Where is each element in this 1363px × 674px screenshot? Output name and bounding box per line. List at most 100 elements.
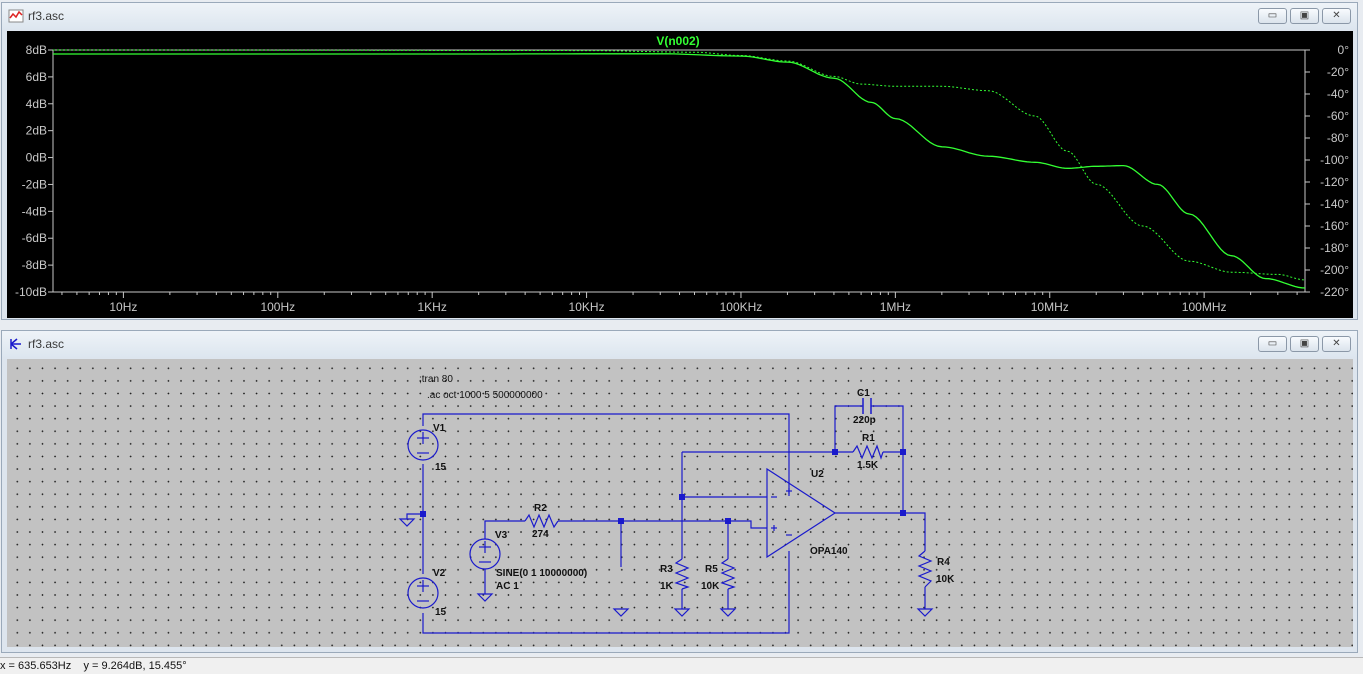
label-v3-value: SINE(0 1 10000000) xyxy=(496,568,587,579)
resistor-r2[interactable] xyxy=(524,513,559,529)
schematic[interactable]: ;tran 80 .ac oct 1000 5 500000000 V1 15 … xyxy=(7,359,1353,647)
y-left-tick-label: -10dB xyxy=(15,285,47,299)
y-right-tick-label: -20° xyxy=(1327,65,1349,79)
label-v2-name: V2 xyxy=(433,568,446,579)
phase-trace[interactable] xyxy=(53,49,1306,281)
wire-top-rail[interactable] xyxy=(422,413,790,496)
junction xyxy=(900,449,906,455)
junction xyxy=(900,510,906,516)
close-button[interactable]: ✕ xyxy=(1322,8,1351,24)
wire-c1-left[interactable] xyxy=(834,405,863,452)
magnitude-trace[interactable] xyxy=(53,53,1306,289)
label-r1-name: R1 xyxy=(862,433,875,444)
x-tick-label: 1MHz xyxy=(880,300,911,314)
wire-gnd-mid[interactable] xyxy=(406,513,423,519)
y-right-tick-label: -60° xyxy=(1327,109,1349,123)
bode-plot[interactable]: V(n002) 10Hz 100Hz 1KHz 10KHz 100KHz 1MHz 10MH… xyxy=(7,31,1353,318)
ground-icon xyxy=(916,608,934,617)
wire-c1-right[interactable] xyxy=(871,405,904,452)
y-right-tick-label: -200° xyxy=(1320,263,1349,277)
label-u2-value: OPA140 xyxy=(810,546,848,557)
schematic-icon xyxy=(10,338,21,350)
y-left-tick-label: -6dB xyxy=(22,231,47,245)
maximize-button[interactable]: ▣ xyxy=(1290,336,1319,352)
x-tick-label: 10Hz xyxy=(109,300,137,314)
y-right-tick-label: 0° xyxy=(1338,43,1350,57)
wire-v3-top[interactable] xyxy=(484,520,525,539)
junction xyxy=(679,494,685,500)
schematic-canvas[interactable]: ;tran 80 .ac oct 1000 5 500000000 V1 15 … xyxy=(7,359,1353,647)
plot-window: rf3.asc ▭ ▣ ✕ V(n002) 10Hz 100Hz 1KHz 10KHz… xyxy=(1,2,1358,320)
x-tick-label: 1KHz xyxy=(418,300,447,314)
capacitor-c1[interactable] xyxy=(862,398,872,414)
label-r5-name: R5 xyxy=(705,564,718,575)
y-right-tick-label: -140° xyxy=(1320,197,1349,211)
resistor-r3[interactable] xyxy=(674,558,690,590)
label-r3-name: R3 xyxy=(660,564,673,575)
x-tick-label: 100Hz xyxy=(260,300,295,314)
schematic-window-titlebar[interactable]: rf3.asc ▭ ▣ ✕ xyxy=(2,331,1357,357)
cursor-readout: x = 635.653Hz y = 9.264dB, 15.455° xyxy=(0,660,187,672)
label-r1-value: 1.5K xyxy=(857,460,879,471)
y-left-tick-label: 2dB xyxy=(26,124,47,138)
resistor-r4[interactable] xyxy=(917,550,933,588)
resistor-r5[interactable] xyxy=(720,558,736,590)
y-right-tick-label: -120° xyxy=(1320,175,1349,189)
label-r2-name: R2 xyxy=(534,503,547,514)
label-r5-value: 10K xyxy=(701,581,720,592)
label-r4-value: 10K xyxy=(936,574,955,585)
y-left-tick-label: -8dB xyxy=(22,258,47,272)
y-left-tick-label: 4dB xyxy=(26,97,47,111)
opamp-u2[interactable] xyxy=(766,467,837,559)
label-v1-value: 15 xyxy=(435,462,447,473)
voltage-source-v2[interactable] xyxy=(407,577,439,609)
ground-icon xyxy=(719,608,737,617)
y-left-tick-label: -4dB xyxy=(22,204,47,218)
close-icon: ✕ xyxy=(1332,338,1341,349)
maximize-icon: ▣ xyxy=(1299,338,1310,349)
maximize-icon: ▣ xyxy=(1299,10,1310,21)
x-tick-label: 100KHz xyxy=(720,300,763,314)
label-v1-name: V1 xyxy=(433,423,446,434)
directive-tran[interactable]: ;tran 80 xyxy=(419,374,453,385)
x-tick-label: 10MHz xyxy=(1031,300,1069,314)
minimize-button[interactable]: ▭ xyxy=(1258,8,1287,24)
plot-window-title: rf3.asc xyxy=(28,9,65,23)
wire-plus-in[interactable] xyxy=(728,520,767,529)
y-right-tick-label: -180° xyxy=(1320,241,1349,255)
minimize-icon: ▭ xyxy=(1267,338,1278,349)
ground-icon xyxy=(476,593,494,602)
junction xyxy=(618,518,624,524)
minimize-button[interactable]: ▭ xyxy=(1258,336,1287,352)
y-right-tick-label: -160° xyxy=(1320,219,1349,233)
close-icon: ✕ xyxy=(1332,10,1341,21)
minimize-icon: ▭ xyxy=(1267,10,1278,21)
y-left-tick-label: 0dB xyxy=(26,151,47,165)
y-left-tick-label: -2dB xyxy=(22,177,47,191)
status-bar: x = 635.653Hz y = 9.264dB, 15.455° xyxy=(0,657,1363,674)
plot-window-titlebar[interactable]: rf3.asc ▭ ▣ ✕ xyxy=(2,3,1357,29)
label-v2-value: 15 xyxy=(435,607,447,618)
label-r3-value: 1K xyxy=(660,581,674,592)
junction xyxy=(420,511,426,517)
directive-ac[interactable]: .ac oct 1000 5 500000000 xyxy=(427,390,543,401)
label-r2-value: 274 xyxy=(532,529,549,540)
junction xyxy=(725,518,731,524)
wire-bottom-rail[interactable] xyxy=(422,551,790,634)
voltage-source-v3[interactable] xyxy=(469,538,501,570)
close-button[interactable]: ✕ xyxy=(1322,336,1351,352)
x-tick-label: 10KHz xyxy=(569,300,605,314)
label-r4-name: R4 xyxy=(937,557,950,568)
y-right-tick-label: -80° xyxy=(1327,131,1349,145)
schematic-window: rf3.asc ▭ ▣ ✕ xyxy=(1,330,1358,653)
label-v3-ac: AC 1 xyxy=(496,581,519,592)
maximize-button[interactable]: ▣ xyxy=(1290,8,1319,24)
wire-output[interactable] xyxy=(835,512,926,551)
junction xyxy=(832,449,838,455)
voltage-source-v1[interactable] xyxy=(407,429,439,461)
trace-label[interactable]: V(n002) xyxy=(656,34,699,48)
plot-area[interactable]: V(n002) 10Hz 100Hz 1KHz 10KHz 100KHz 1MHz 10MH… xyxy=(7,31,1353,318)
resistor-r1[interactable] xyxy=(852,444,884,460)
ground-icon xyxy=(612,608,630,617)
ground-icon xyxy=(673,608,691,617)
